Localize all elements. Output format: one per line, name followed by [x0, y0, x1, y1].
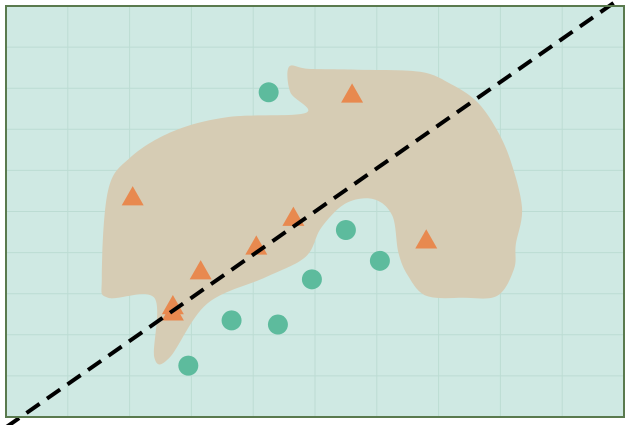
- circle-point: [369, 250, 390, 271]
- circle-point: [301, 269, 322, 290]
- circle-point: [335, 219, 356, 240]
- triangle-point: [121, 186, 144, 206]
- plot-frame: [5, 5, 625, 418]
- decision-boundary: [5, 0, 622, 425]
- circle-point: [178, 355, 199, 376]
- triangle-point: [189, 260, 212, 280]
- circle-point: [258, 82, 279, 103]
- triangle-point: [341, 83, 364, 103]
- circle-point: [267, 314, 288, 335]
- triangle-point: [415, 229, 438, 249]
- circle-point: [221, 310, 242, 331]
